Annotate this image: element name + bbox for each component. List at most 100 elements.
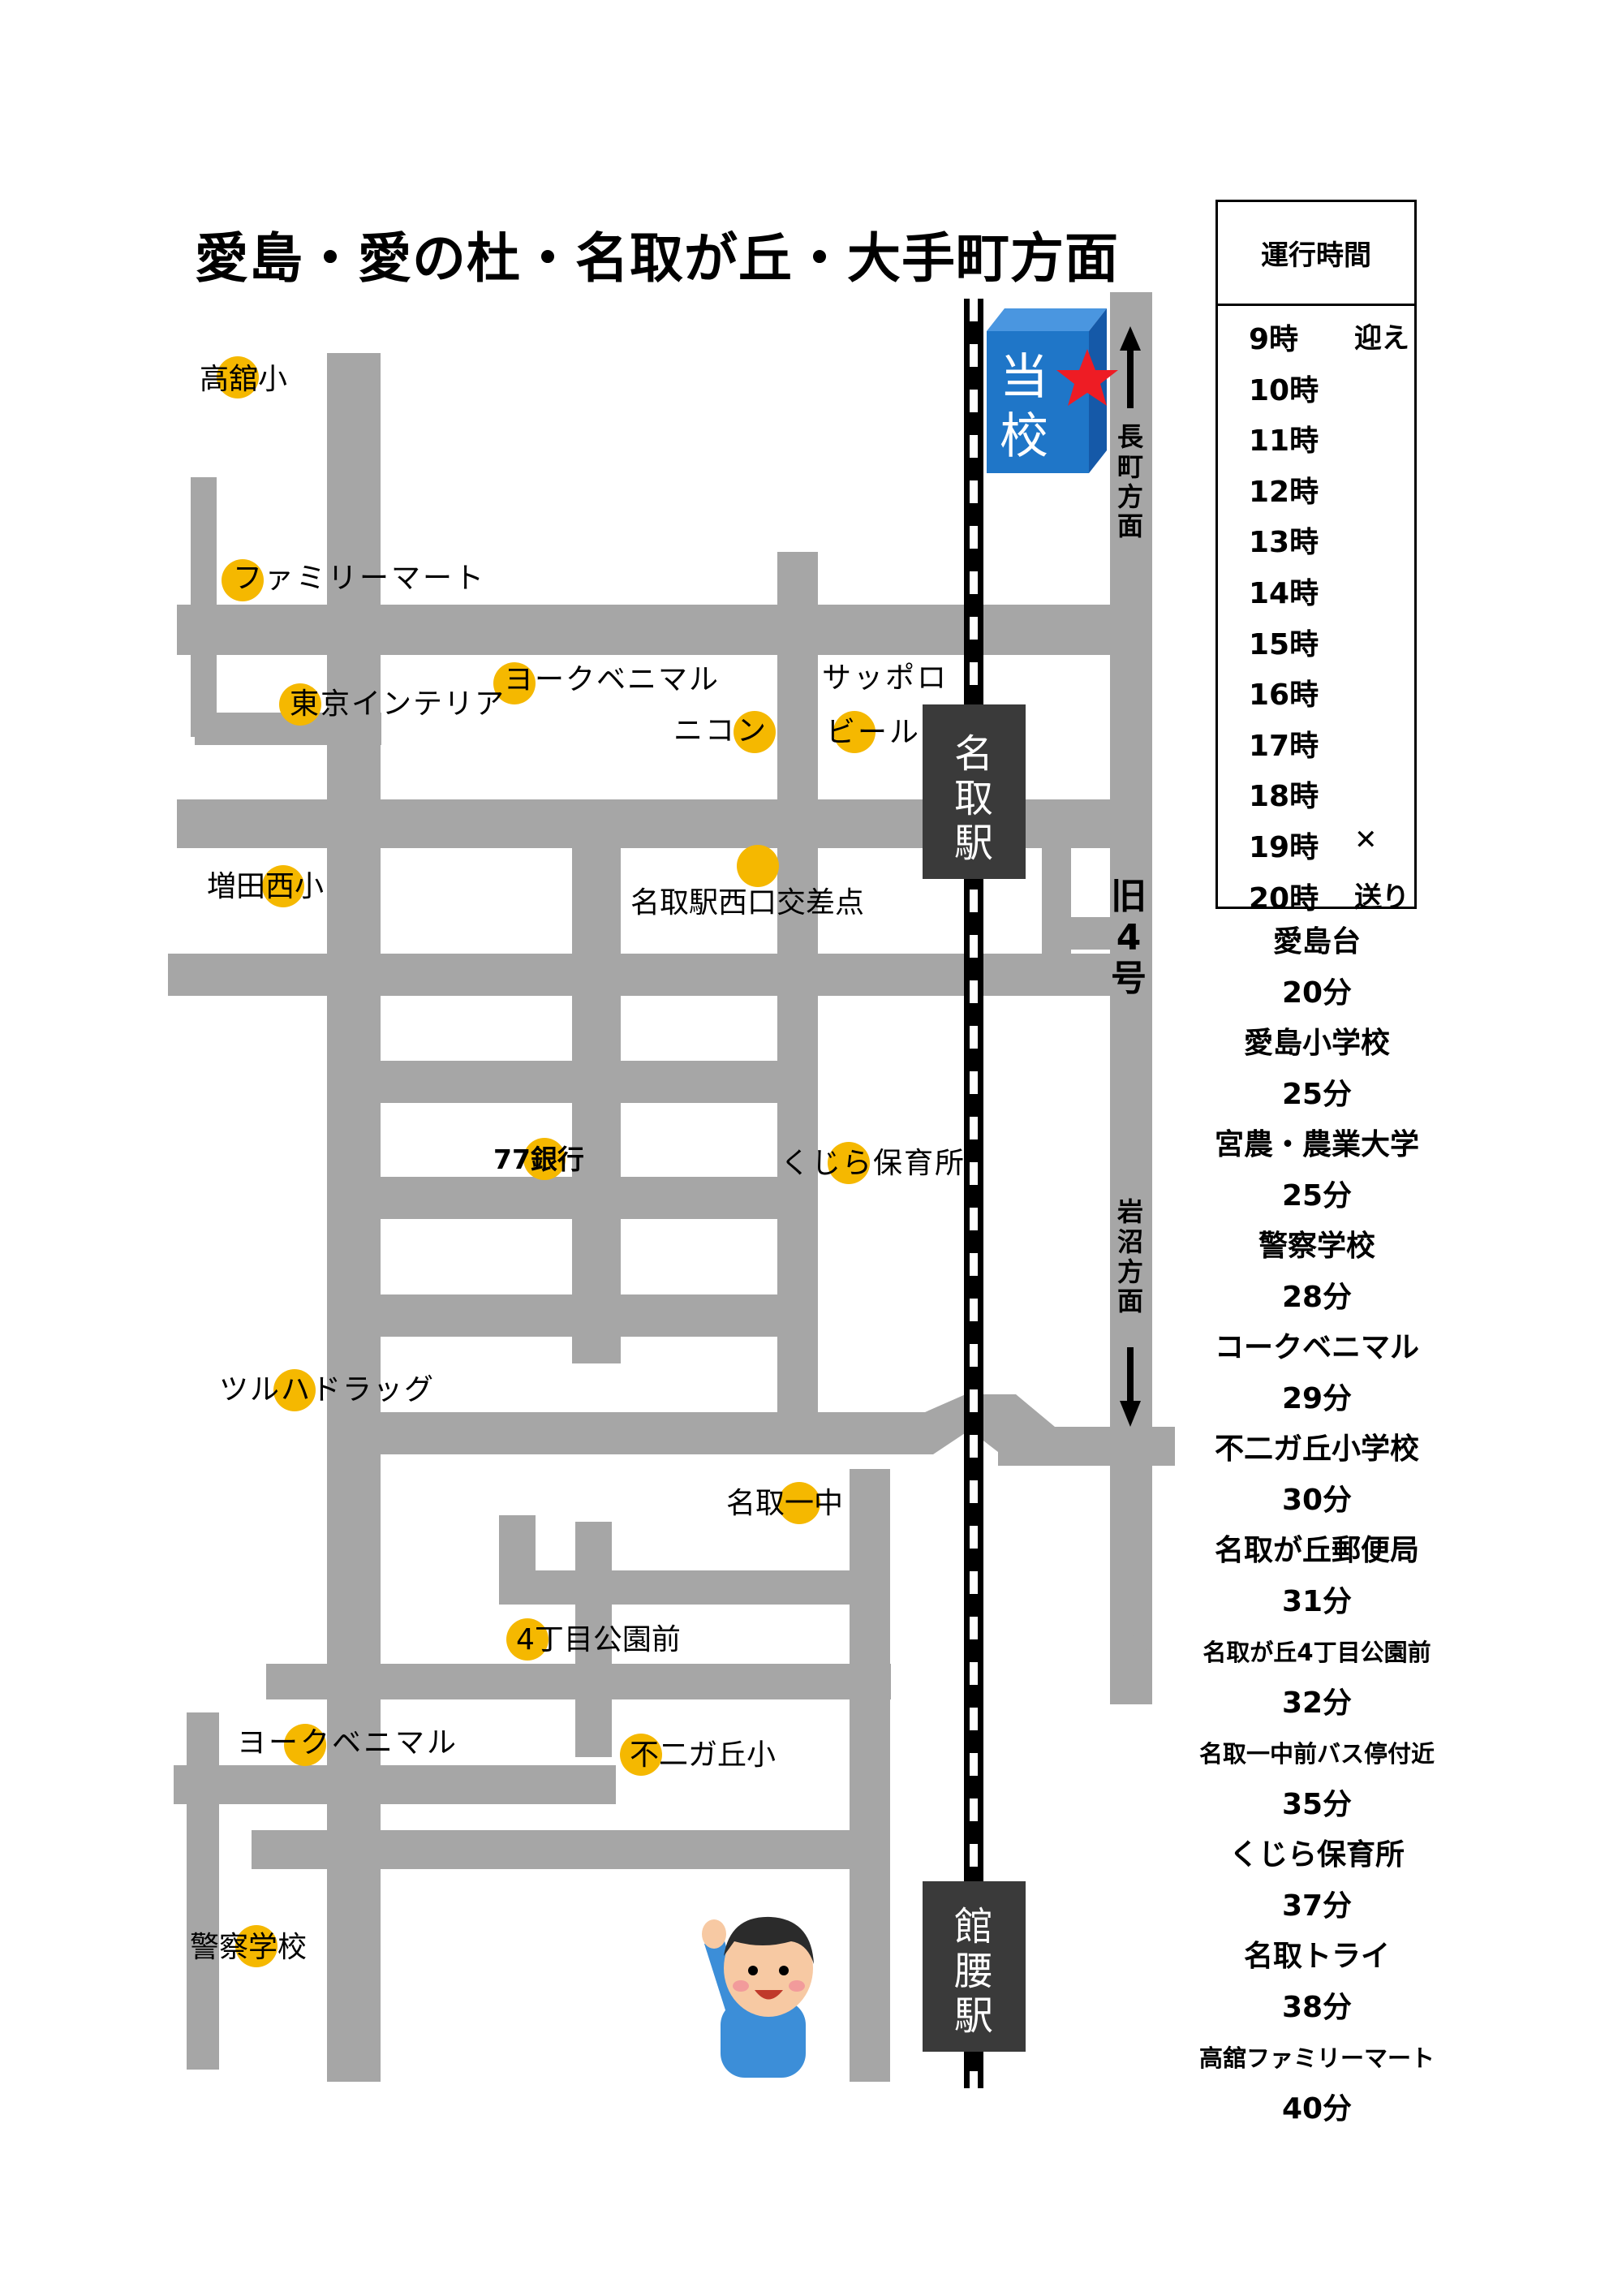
station-name: 駅 <box>954 1993 993 2039</box>
stop-minutes: 25分 <box>1281 1178 1353 1213</box>
station-name: 館 <box>954 1904 993 1949</box>
stop-name: 名取が丘郵便局 <box>1214 1534 1419 1567</box>
schedule-time: 9時 <box>1249 323 1299 356</box>
stop-name: 宮農・農業大学 <box>1214 1128 1419 1161</box>
landmark-label: 名取一中 <box>726 1487 844 1520</box>
road <box>177 605 1151 655</box>
landmark-dot <box>217 356 259 398</box>
schedule-row: 16時 <box>1218 661 1414 713</box>
landmark-label: 東京インテリア <box>290 687 506 721</box>
road <box>499 1570 888 1605</box>
road <box>252 1830 888 1869</box>
schedule-row: 19時 ✕ <box>1218 814 1414 865</box>
landmark-label: ビール <box>826 716 922 749</box>
landmark-dot <box>235 1925 278 1967</box>
schedule-time: 18時 <box>1249 780 1319 814</box>
road <box>327 1177 818 1219</box>
station-name: 取 <box>954 776 993 821</box>
landmark-dot <box>222 559 264 601</box>
arrow-down-icon <box>1120 1347 1141 1427</box>
school-label: 当 <box>1000 349 1048 406</box>
schedule-row: 17時 <box>1218 713 1414 764</box>
road <box>575 1522 612 1757</box>
road <box>327 1294 818 1337</box>
schedule-note: 送り <box>1354 881 1409 914</box>
schedule-time: 20時 <box>1249 881 1319 915</box>
landmark-dot <box>262 865 304 907</box>
direction-label-south: 岩 沼 方 面 <box>1116 1196 1143 1317</box>
landmark-dot <box>620 1734 662 1776</box>
stop-minutes: 25分 <box>1281 1077 1353 1111</box>
schedule-time: 15時 <box>1249 627 1319 661</box>
landmark-dot <box>523 1138 566 1180</box>
stop-minutes: 29分 <box>1281 1381 1353 1415</box>
stop-name: くじら保育所 <box>1228 1838 1405 1872</box>
landmark-label: ヨークベニマル <box>504 663 721 696</box>
map-title: 愛島・愛の杜・名取が丘・大手町方面 <box>195 227 1119 290</box>
school-label: 校 <box>1000 408 1048 465</box>
schedule-note: 迎え <box>1354 322 1409 355</box>
stop-name: 警察学校 <box>1258 1230 1375 1263</box>
stop-name: 高舘ファミリーマート <box>1198 2044 1435 2072</box>
road <box>266 1664 891 1699</box>
landmark-label: 名取駅西口交差点 <box>630 886 865 920</box>
stop-minutes: 37分 <box>1281 1889 1353 1923</box>
station-name: 名 <box>954 731 993 777</box>
station-tatekoshi: 館 腰 駅 <box>923 1881 1026 2052</box>
landmark-dot <box>506 1618 549 1661</box>
stop-minutes: 31分 <box>1281 1584 1353 1618</box>
schedule-note: ✕ <box>1354 823 1378 856</box>
landmark-label: サッポロ <box>822 661 949 695</box>
schedule-time: 19時 <box>1249 830 1319 864</box>
road-label: 旧 4 号 <box>1111 876 1147 1000</box>
schedule-row: 18時 <box>1218 763 1414 814</box>
schedule-row: 9時 迎え <box>1218 306 1414 357</box>
schedule-time: 10時 <box>1249 373 1319 407</box>
road <box>168 954 1112 996</box>
station-name: 駅 <box>954 821 993 866</box>
landmark-dot <box>273 1369 316 1411</box>
landmark-dot <box>734 711 776 753</box>
arrow-up-icon <box>1120 326 1141 408</box>
schedule-row: 13時 <box>1218 509 1414 560</box>
landmark-label: 不二ガ丘小 <box>630 1738 777 1772</box>
landmark-label: ツルハドラッグ <box>219 1373 436 1406</box>
road <box>1042 917 1112 950</box>
stop-minutes: 38分 <box>1281 1990 1353 2024</box>
schedule-row: 11時 <box>1218 407 1414 459</box>
stop-name: 愛島小学校 <box>1243 1027 1390 1060</box>
schedule-time: 13時 <box>1249 526 1319 560</box>
landmark-dot <box>493 662 536 704</box>
road <box>925 1394 1055 1466</box>
schedule-row: 14時 <box>1218 560 1414 611</box>
station-natori: 名 取 駅 <box>923 704 1026 879</box>
landmark-label: 警察学校 <box>190 1931 308 1964</box>
stop-minutes: 28分 <box>1281 1280 1353 1314</box>
landmark-dot <box>828 1142 870 1184</box>
stop-minutes: 40分 <box>1281 2091 1353 2126</box>
landmark-dot <box>279 683 321 726</box>
landmark-label: 4丁目公園前 <box>516 1623 681 1656</box>
road <box>327 1061 818 1103</box>
road <box>850 1469 890 2082</box>
schedule-time: 11時 <box>1249 424 1319 459</box>
landmark-label: 増田西小 <box>207 870 325 903</box>
landmark-label: ファミリーマート <box>233 562 487 595</box>
railway <box>964 299 983 2088</box>
station-name: 腰 <box>954 1949 993 1994</box>
star-icon <box>1056 349 1118 406</box>
schedule-time: 16時 <box>1249 678 1319 713</box>
landmark-label: 77銀行 <box>493 1144 584 1175</box>
landmark-label: ヨークベニマル <box>237 1726 459 1760</box>
stop-name: 愛島台 <box>1272 925 1361 958</box>
schedule-row: 10時 <box>1218 357 1414 408</box>
school-building: 当 校 <box>987 308 1118 473</box>
stop-name: 不二ガ丘小学校 <box>1214 1432 1419 1466</box>
landmark-dot <box>737 845 779 887</box>
stop-minutes: 32分 <box>1281 1686 1353 1720</box>
schedule-time: 12時 <box>1249 475 1319 509</box>
schedule-time: 14時 <box>1249 576 1319 610</box>
road <box>1110 292 1152 1704</box>
